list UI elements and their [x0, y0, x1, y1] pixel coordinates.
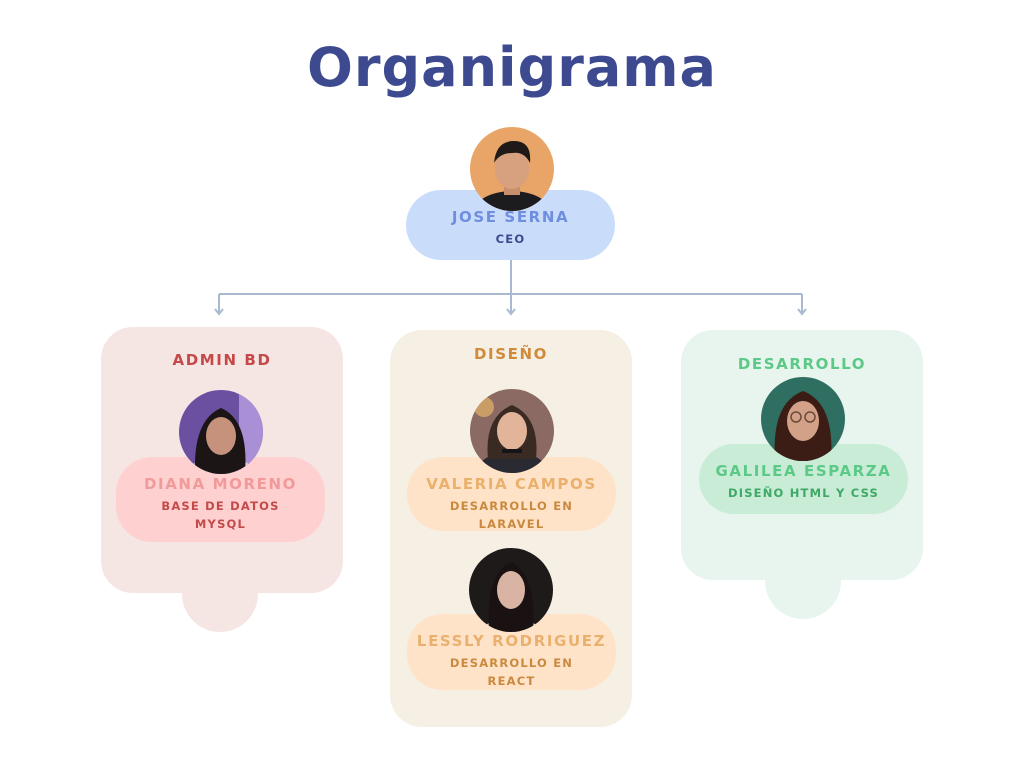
member-name: DIANA MORENO: [143, 475, 297, 493]
avatar-diana-photo-icon: [179, 390, 263, 474]
avatar-lessly: [469, 548, 553, 632]
arrow-dev-icon: [797, 308, 807, 316]
avatar-diana: [179, 390, 263, 474]
dept-diseno-title: DISEÑO: [474, 345, 548, 363]
avatar-ceo: [470, 127, 554, 211]
avatar-valeria: [470, 389, 554, 473]
avatar-valeria-photo-icon: [470, 389, 554, 473]
member-role-line2: REACT: [487, 674, 536, 688]
avatar-galilea: [761, 377, 845, 461]
arrow-admin-icon: [214, 308, 224, 316]
dept-dev-title: DESARROLLO: [737, 355, 867, 373]
avatar-galilea-photo-icon: [761, 377, 845, 461]
arrow-diseno-icon: [506, 308, 516, 316]
member-name: VALERIA CAMPOS: [426, 475, 597, 493]
member-card-diseno-2: LESSLY RODRIGUEZ DESARROLLO EN REACT: [407, 614, 616, 690]
member-name: LESSLY RODRIGUEZ: [416, 632, 607, 650]
member-role: DESARROLLO EN: [449, 499, 574, 513]
ceo-name: JOSE SERNA: [451, 208, 570, 226]
avatar-ceo-photo-icon: [470, 127, 554, 211]
member-role-line2: LARAVEL: [478, 517, 545, 531]
member-role: BASE DE DATOS: [161, 499, 280, 513]
member-role-line2: MYSQL: [194, 517, 247, 531]
ceo-role: CEO: [495, 232, 526, 246]
page-title: Organigrama: [306, 36, 717, 99]
member-role: DESARROLLO EN: [449, 656, 574, 670]
avatar-lessly-photo-icon: [469, 548, 553, 632]
member-name: GALILEA ESPARZA: [715, 462, 892, 480]
dept-admin-title: ADMIN BD: [172, 351, 272, 369]
member-role: DISEÑO HTML Y CSS: [727, 486, 880, 500]
